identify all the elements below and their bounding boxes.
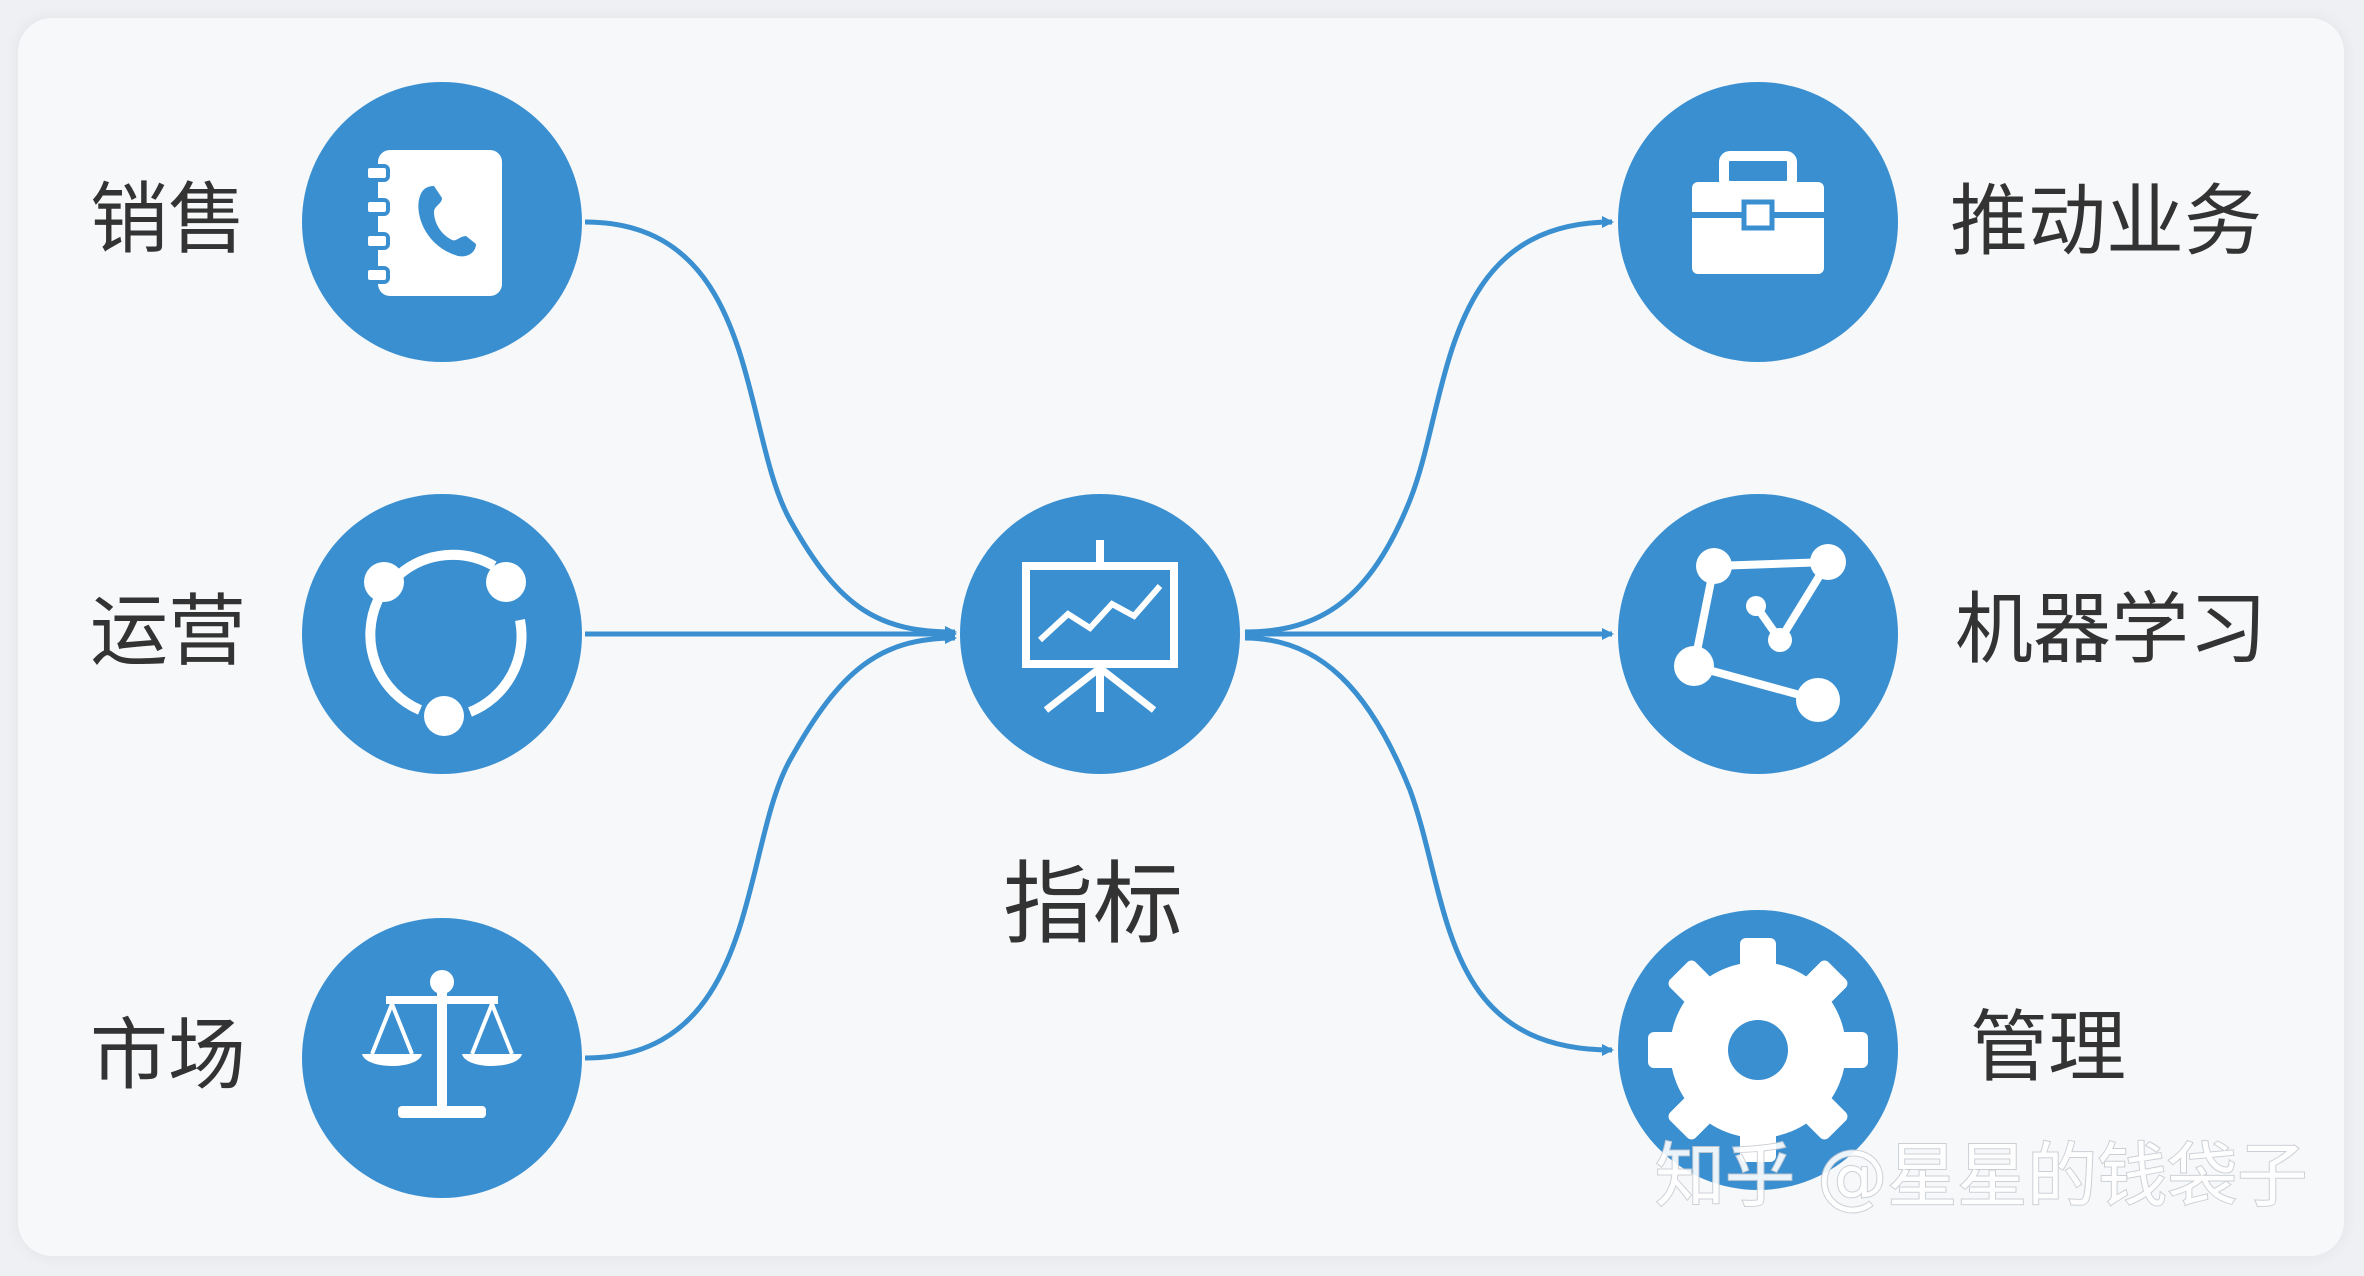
input-node-operations: 运营 — [90, 494, 582, 774]
output-node-drive-business: 推动业务 — [1618, 82, 2262, 362]
input-label-market: 市场 — [90, 1011, 246, 1101]
connector-input-3 — [584, 632, 957, 1061]
output-label-management: 管理 — [1970, 1003, 2126, 1093]
connector-input-1 — [584, 219, 957, 638]
output-node-management: 管理 — [1618, 910, 2126, 1190]
input-label-operations: 运营 — [90, 587, 246, 677]
presentation-chart-icon — [1022, 540, 1178, 713]
input-node-market: 市场 — [90, 918, 582, 1198]
connector-output-1 — [1244, 216, 1614, 635]
briefcase-icon — [1692, 151, 1824, 274]
cycle-icon — [364, 549, 527, 736]
input-label-sales: 销售 — [90, 175, 246, 265]
gear-icon — [1648, 938, 1868, 1162]
network-graph-icon — [1674, 544, 1846, 722]
output-node-machine-learning: 机器学习 — [1618, 494, 2267, 774]
output-label-machine-learning: 机器学习 — [1955, 585, 2267, 675]
input-node-sales: 销售 — [90, 82, 582, 362]
watermark: 知乎 @星星的钱袋子 — [1655, 1135, 2307, 1217]
phone-book-icon — [364, 150, 502, 296]
center-node-metrics: 指标 — [960, 494, 1240, 957]
output-label-drive-business: 推动业务 — [1950, 177, 2262, 267]
balance-scale-icon — [362, 970, 522, 1118]
center-label-metrics: 指标 — [1003, 852, 1183, 957]
connector-output-3 — [1244, 635, 1614, 1056]
